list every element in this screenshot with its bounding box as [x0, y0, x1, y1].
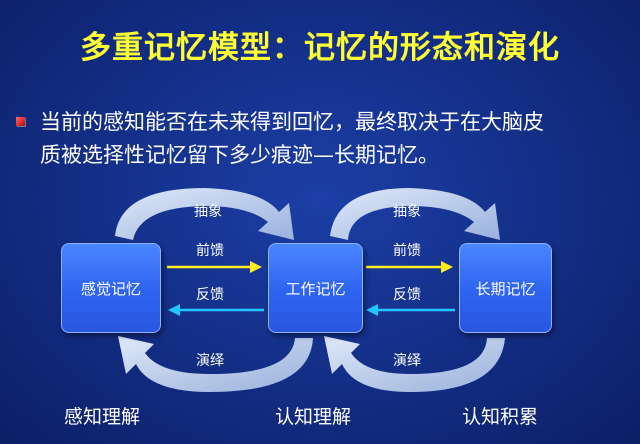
- abstract-curve-arrow-right: [330, 188, 500, 240]
- feedforward-arrow-left: [167, 261, 262, 273]
- bullet-square-icon: [16, 117, 25, 126]
- deduce-curve-arrow-right: [324, 336, 505, 392]
- label-feedback-right: 反馈: [393, 287, 421, 303]
- node-working-memory: 工作记忆: [268, 243, 363, 333]
- label-abstract-left: 抽象: [194, 204, 222, 220]
- deduce-curve-arrow-left: [118, 336, 313, 392]
- label-feedback-left: 反馈: [196, 287, 224, 303]
- node-sensory-memory: 感觉记忆: [61, 243, 161, 333]
- node-long-term-memory: 长期记忆: [459, 243, 552, 333]
- abstract-curve-arrow-left: [115, 188, 294, 240]
- label-deduce-left: 演绎: [196, 353, 224, 369]
- feedforward-arrow-right: [366, 261, 453, 273]
- page-title: 多重记忆模型：记忆的形态和演化: [80, 30, 560, 66]
- feedback-arrow-right: [366, 304, 455, 316]
- label-feedforward-right: 前馈: [393, 243, 421, 259]
- bullet-text-line-1: 当前的感知能否在未来得到回忆，最终取决于在大脑皮: [40, 110, 544, 134]
- bottom-label-perception: 感知理解: [64, 406, 141, 428]
- bottom-label-accumulation: 认知积累: [462, 406, 539, 428]
- label-feedforward-left: 前馈: [196, 243, 224, 259]
- feedback-arrow-left: [168, 304, 264, 316]
- label-deduce-right: 演绎: [393, 353, 421, 369]
- label-abstract-right: 抽象: [393, 204, 421, 220]
- bullet-text-line-2: 质被选择性记忆留下多少痕迹—长期记忆。: [40, 143, 439, 167]
- bottom-label-cognition: 认知理解: [275, 406, 352, 428]
